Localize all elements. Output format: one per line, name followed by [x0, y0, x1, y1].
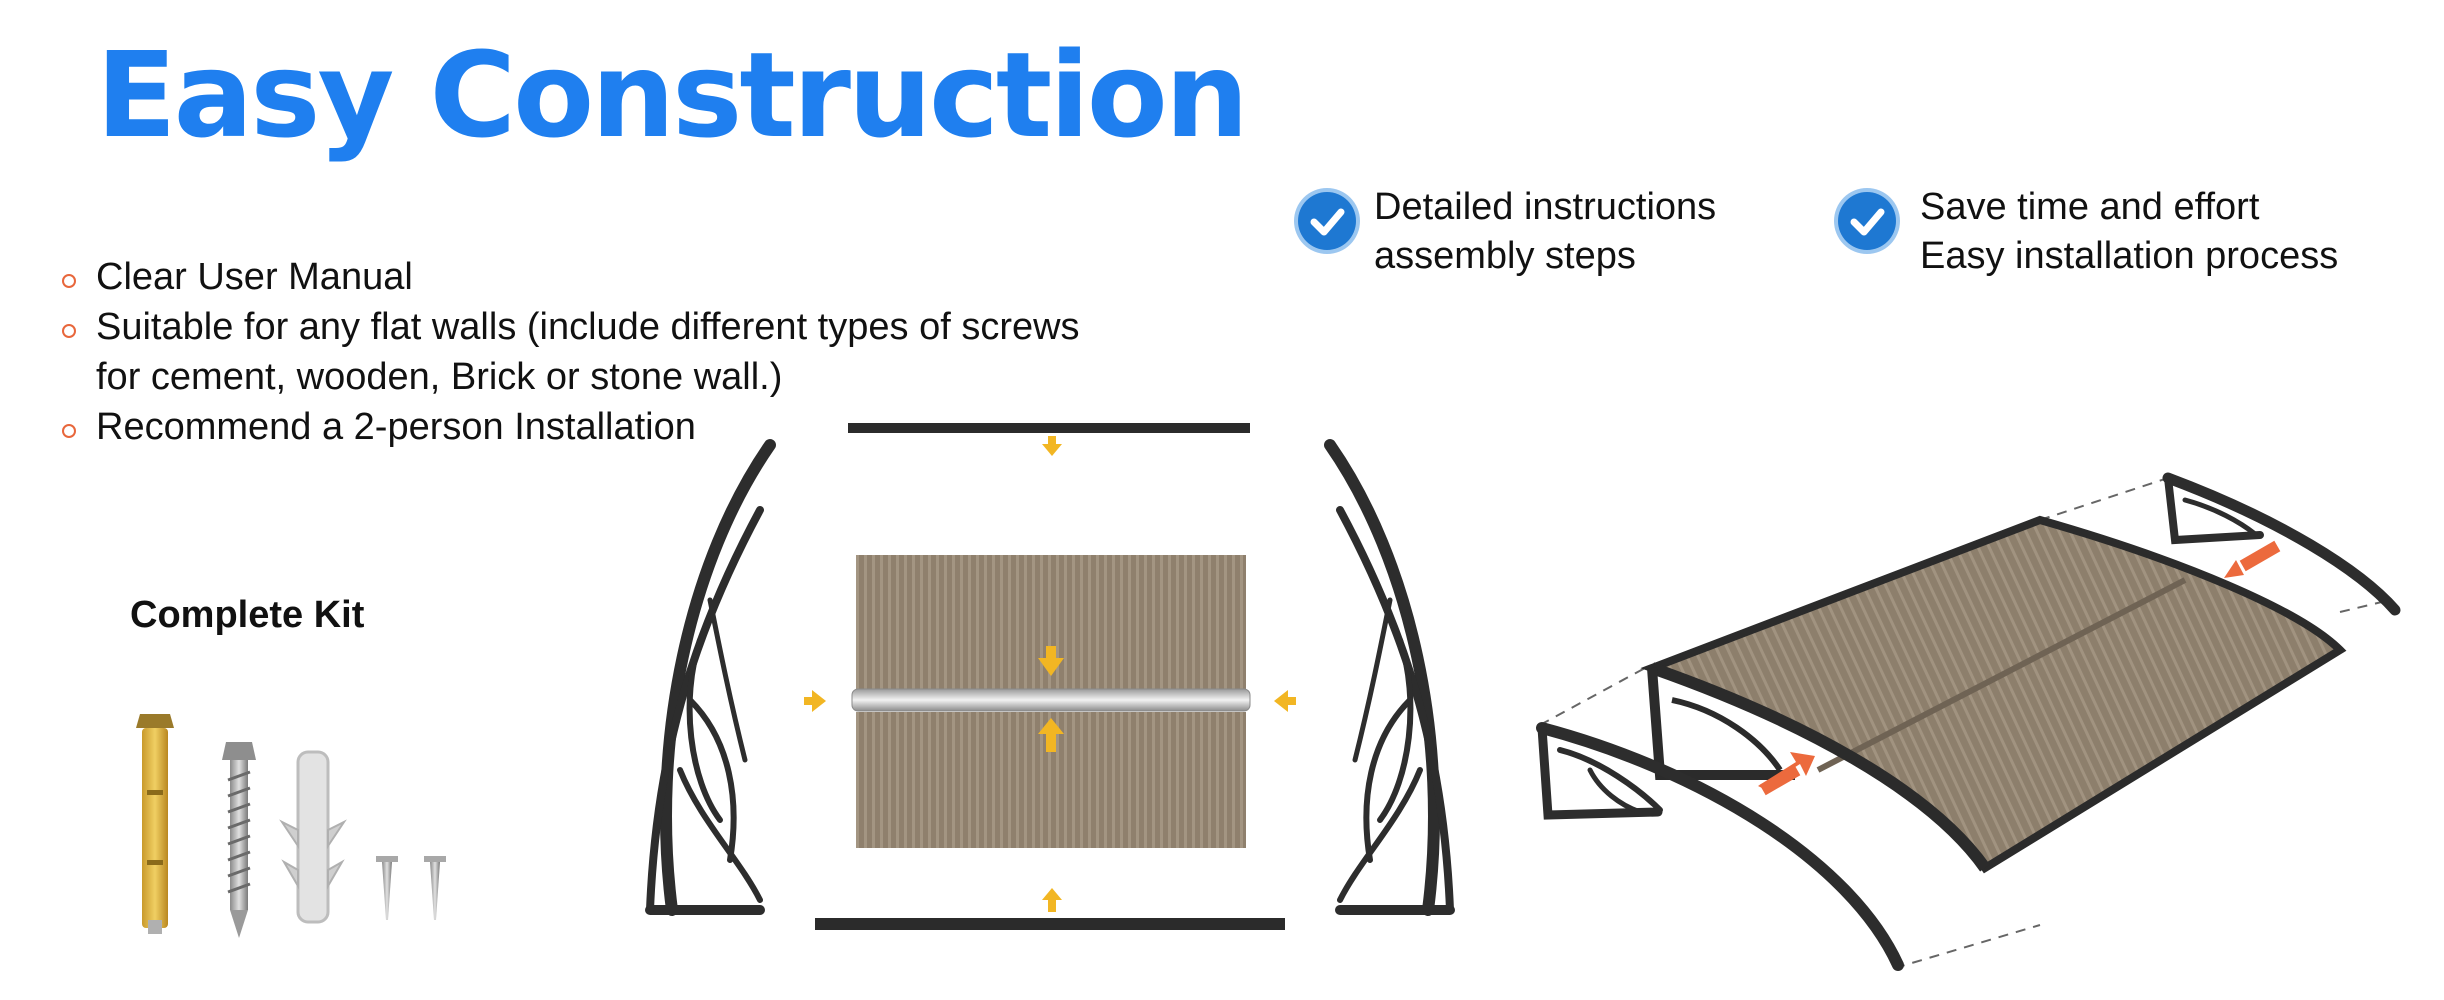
arrow-down-icon	[1038, 646, 1064, 676]
bottom-rail	[815, 918, 1285, 930]
feature-line: Easy installation process	[1920, 235, 2339, 277]
right-bracket	[1324, 439, 1455, 916]
bullet-marker-icon	[62, 274, 76, 288]
arrow-orange-icon	[1758, 752, 1815, 796]
arrow-orange-icon	[2224, 540, 2281, 578]
small-screw-icon	[424, 856, 446, 920]
arrow-right-icon	[804, 690, 826, 712]
small-screw-icon	[376, 856, 398, 920]
expansion-bolt-icon	[136, 714, 174, 934]
bullet-item: Suitable for any flat walls (include dif…	[52, 302, 1202, 352]
feature-save-time: Save time and effort Easy installation p…	[1920, 183, 2338, 281]
arrow-left-icon	[1274, 690, 1296, 712]
feature-bullet-list: Clear User Manual Suitable for any flat …	[52, 252, 1202, 452]
assembled-canopy	[1536, 472, 2401, 971]
bullet-continuation: for cement, wooden, Brick or stone wall.…	[52, 352, 1202, 402]
arrow-up-icon	[1042, 888, 1062, 912]
bullet-text: Suitable for any flat walls (include dif…	[96, 306, 1080, 348]
check-circle-icon	[1838, 192, 1896, 250]
bullet-text: Clear User Manual	[96, 256, 413, 298]
kit-title: Complete Kit	[130, 594, 365, 636]
feature-instructions: Detailed instructions assembly steps	[1374, 183, 1716, 281]
check-circle-icon	[1298, 192, 1356, 250]
arrow-down-icon	[1042, 436, 1062, 456]
top-rail	[848, 423, 1250, 433]
bullet-item: Recommend a 2-person Installation	[52, 402, 1202, 452]
connector-rod	[851, 688, 1251, 712]
left-bracket	[645, 439, 776, 916]
feature-line: assembly steps	[1374, 235, 1636, 277]
lag-screw-icon	[222, 742, 256, 938]
bullet-marker-icon	[62, 424, 76, 438]
wall-anchor-icon	[279, 750, 347, 924]
bullet-item: Clear User Manual	[52, 252, 1202, 302]
page-title: Easy Construction	[96, 26, 1249, 164]
feature-line: Save time and effort	[1920, 186, 2260, 228]
bullet-marker-icon	[62, 324, 76, 338]
bullet-text: Recommend a 2-person Installation	[96, 406, 696, 448]
bullet-text: for cement, wooden, Brick or stone wall.…	[96, 356, 783, 398]
feature-line: Detailed instructions	[1374, 186, 1717, 228]
arrow-up-icon	[1038, 718, 1064, 752]
